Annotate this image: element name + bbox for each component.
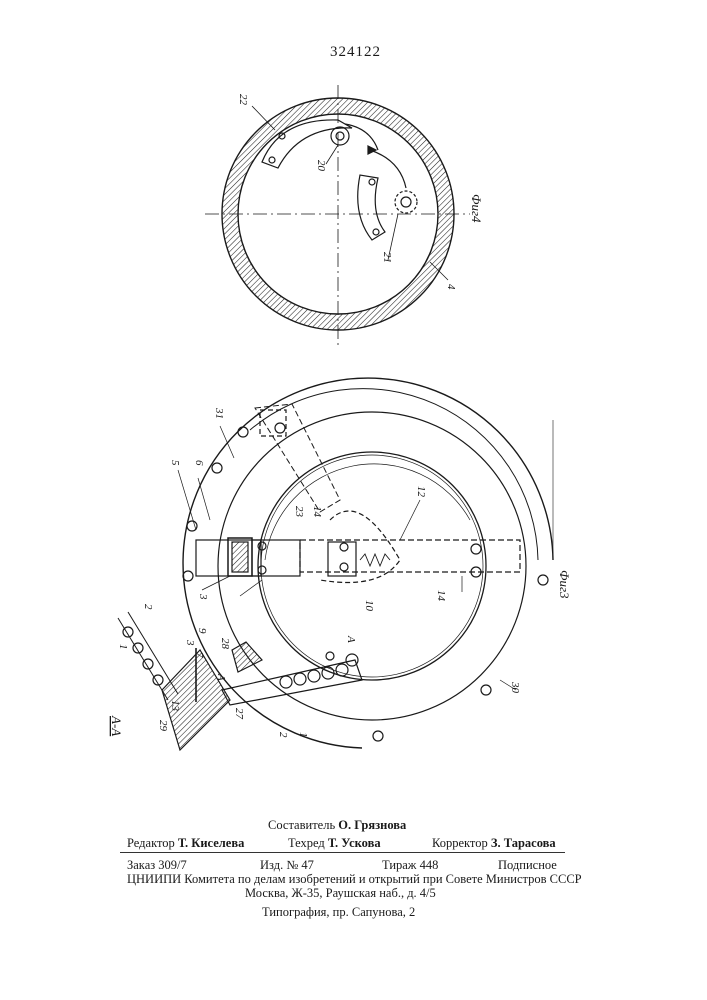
label-3a: 3 bbox=[197, 593, 209, 600]
label-12: 12 bbox=[415, 486, 427, 498]
label-2b: 2 bbox=[277, 732, 289, 738]
composer-label: Составитель bbox=[268, 818, 335, 832]
editor-label: Редактор bbox=[127, 836, 175, 850]
subscription-note: Подписное bbox=[498, 858, 557, 873]
arm-dashed-upper bbox=[255, 404, 340, 512]
inner-ring bbox=[258, 452, 486, 680]
label-7: 7 bbox=[193, 652, 205, 658]
label-14a: 14 bbox=[311, 506, 323, 518]
technical-drawing: 22 20 21 4 Фиг4 bbox=[0, 0, 707, 800]
label-29: 29 bbox=[157, 720, 169, 732]
figure-4 bbox=[205, 85, 470, 345]
editor-name: Т. Киселева bbox=[178, 836, 244, 850]
edition-number: Изд. № 47 bbox=[260, 858, 314, 873]
corrector-label: Корректор bbox=[432, 836, 488, 850]
label-2a: 2 bbox=[142, 604, 154, 610]
composer-name: О. Грязнова bbox=[338, 818, 406, 832]
label-A2: А bbox=[345, 635, 357, 643]
corrector-line: Корректор З. Тарасова bbox=[432, 836, 556, 851]
label-5: 5 bbox=[169, 460, 181, 466]
label-6: 6 bbox=[193, 460, 205, 466]
slide-14 bbox=[300, 540, 520, 572]
order-number: Заказ 309/7 bbox=[127, 858, 187, 873]
spring bbox=[360, 554, 390, 566]
label-9: 9 bbox=[196, 628, 208, 634]
techred-label: Техред bbox=[288, 836, 325, 850]
print-run: Тираж 448 bbox=[382, 858, 438, 873]
label-28: 28 bbox=[219, 638, 231, 650]
label-A1: А bbox=[215, 673, 227, 681]
corrector-name: З. Тарасова bbox=[491, 836, 556, 850]
label-1b: 1 bbox=[297, 732, 309, 738]
techred-name: Т. Ускова bbox=[328, 836, 381, 850]
link-23 bbox=[252, 540, 300, 576]
printer: Типография, пр. Сапунова, 2 bbox=[262, 905, 415, 920]
label-1a: 1 bbox=[117, 644, 129, 650]
fig4-caption: Фиг4 bbox=[469, 194, 484, 223]
editor-line: Редактор Т. Киселева bbox=[127, 836, 244, 851]
fig3-caption: Фиг3 bbox=[557, 570, 572, 599]
organization: ЦНИИПИ Комитета по делам изобретений и о… bbox=[127, 872, 582, 887]
label-21: 21 bbox=[381, 252, 393, 263]
composer-line: Составитель О. Грязнова bbox=[268, 818, 406, 833]
label-23: 23 bbox=[293, 506, 305, 518]
label-20: 20 bbox=[315, 160, 327, 172]
section-label: А-А bbox=[109, 715, 124, 736]
label-13: 13 bbox=[169, 700, 181, 712]
label-22: 22 bbox=[237, 94, 249, 106]
label-27: 27 bbox=[233, 708, 245, 720]
divider bbox=[120, 852, 565, 853]
figure-3 bbox=[118, 378, 553, 750]
label-3b: 3 bbox=[184, 639, 196, 646]
address: Москва, Ж-35, Раушская наб., д. 4/5 bbox=[245, 886, 436, 901]
label-31: 31 bbox=[213, 407, 225, 419]
collar-28 bbox=[232, 642, 262, 672]
label-4: 4 bbox=[445, 284, 457, 290]
label-14b: 14 bbox=[435, 590, 447, 602]
label-30: 30 bbox=[509, 681, 521, 694]
techred-line: Техред Т. Ускова bbox=[288, 836, 381, 851]
label-10: 10 bbox=[363, 600, 375, 612]
